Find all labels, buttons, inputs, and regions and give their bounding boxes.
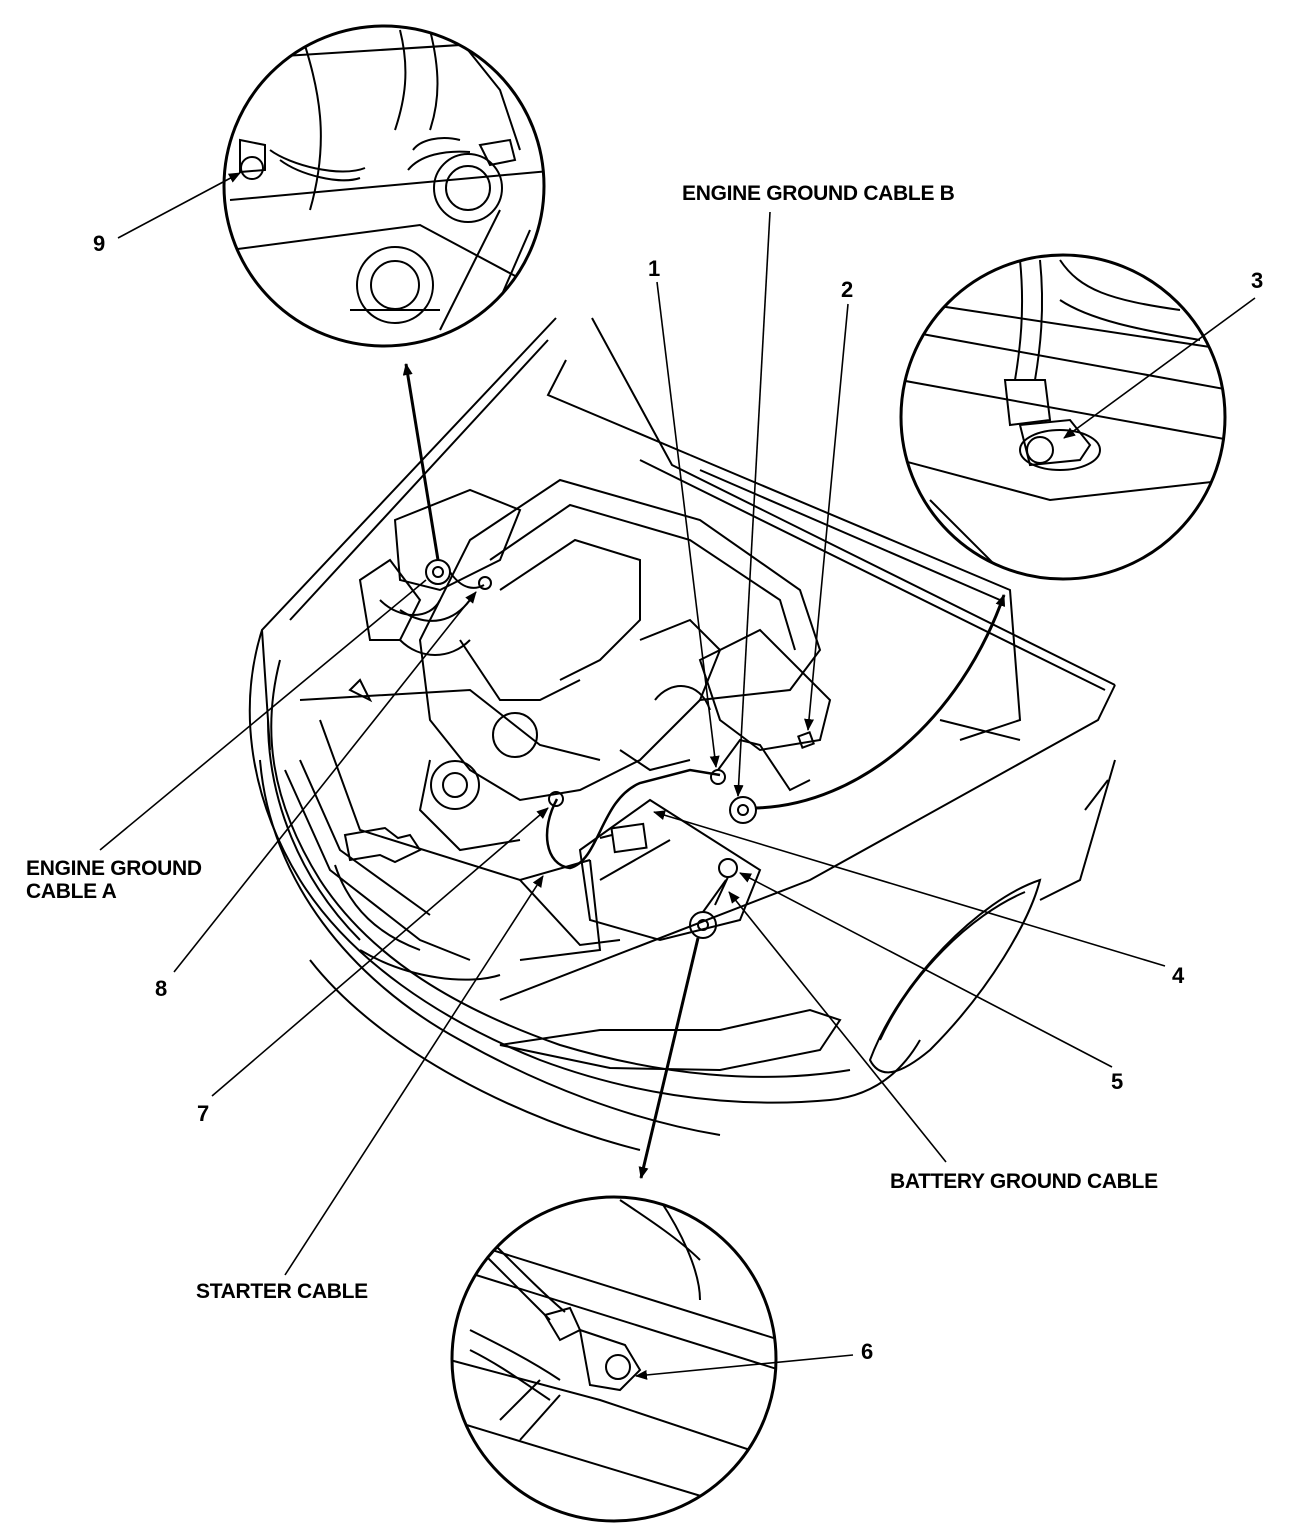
leader-1	[656, 281, 720, 768]
bolt-8	[478, 576, 492, 590]
bolt-1	[710, 769, 726, 785]
detail-view-top	[222, 24, 546, 348]
callout-3: 3	[1251, 268, 1263, 293]
bolt-2	[797, 731, 815, 749]
ground-cable-b-terminal	[729, 796, 757, 824]
labels: ENGINE GROUND CABLE B ENGINE GROUND CABL…	[26, 182, 1263, 1364]
battery-terminal-5	[718, 858, 738, 878]
callout-5: 5	[1111, 1069, 1123, 1094]
callout-6: 6	[861, 1339, 873, 1364]
callout-9: 9	[93, 231, 105, 256]
arrow-to-bottom-detail	[638, 937, 700, 1179]
leader-4	[653, 810, 1166, 967]
arrow-to-top-detail	[402, 363, 440, 561]
link-arrows	[402, 363, 1006, 1179]
connector-4	[610, 822, 648, 854]
label-engine-ground-cable-b: ENGINE GROUND CABLE B	[682, 182, 955, 205]
detail-circle-top-frame	[222, 24, 546, 348]
detail-view-bottom	[450, 1195, 778, 1523]
engine-block	[348, 478, 832, 947]
arrow-to-right-detail	[755, 594, 1006, 810]
leader-5	[739, 872, 1113, 1068]
callout-7: 7	[197, 1101, 209, 1126]
label-battery-ground-cable: BATTERY GROUND CABLE	[890, 1170, 1158, 1193]
label-engine-ground-cable-a-line1: ENGINE GROUND	[26, 857, 202, 880]
vehicle-body	[248, 317, 1116, 1151]
leader-battery-ground	[728, 891, 947, 1163]
leader-9	[117, 172, 241, 239]
leader-7	[211, 807, 549, 1097]
detail-circle-right-frame	[899, 253, 1227, 581]
callout-8: 8	[155, 976, 167, 1001]
label-starter-cable: STARTER CABLE	[196, 1280, 368, 1303]
label-engine-ground-cable-a-line2: CABLE A	[26, 880, 117, 903]
bolt-9-detail	[240, 156, 264, 180]
bolt-7	[548, 791, 564, 807]
leader-2	[804, 303, 849, 731]
starter-cable	[545, 768, 721, 870]
leader-6	[635, 1354, 854, 1380]
fasteners	[425, 559, 815, 939]
callout-1: 1	[648, 256, 660, 281]
detail-view-right	[899, 253, 1227, 581]
detail-circle-bottom-frame	[450, 1195, 778, 1523]
ground-cable-a-terminal	[425, 559, 451, 585]
callout-2: 2	[841, 277, 853, 302]
leader-lines	[99, 172, 1256, 1380]
leader-engine-ground-b	[733, 211, 771, 797]
leader-engine-ground-a	[99, 579, 427, 851]
callout-4: 4	[1172, 963, 1185, 988]
leader-8	[173, 591, 477, 973]
leader-3	[1063, 297, 1256, 439]
leader-starter	[284, 875, 544, 1276]
